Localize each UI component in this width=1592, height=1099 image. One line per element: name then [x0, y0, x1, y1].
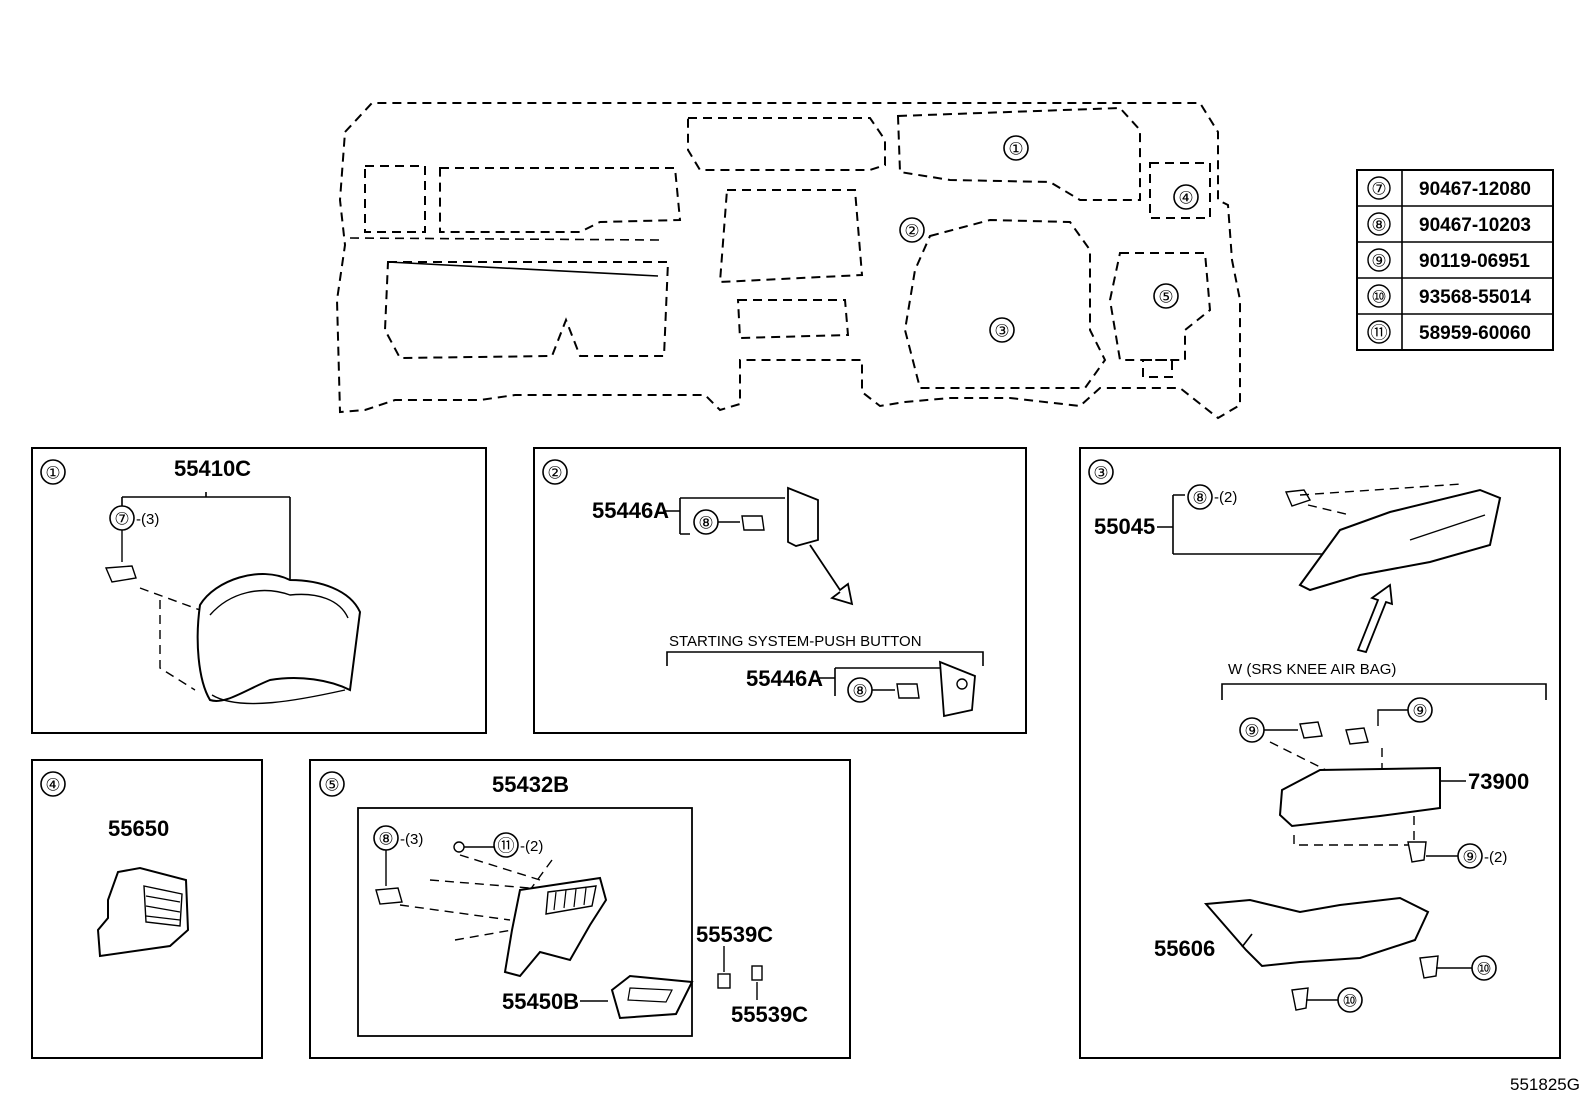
part-number-55650: 55650 — [108, 816, 169, 841]
svg-text:-(2): -(2) — [1214, 489, 1237, 506]
svg-text:①: ① — [45, 464, 60, 483]
overview-marker-2: ② — [899, 217, 925, 243]
bolt-icon — [1345, 727, 1369, 745]
overview-marker-3: ③ — [989, 317, 1015, 343]
svg-text:①: ① — [1008, 140, 1023, 159]
meter-hood-shape — [196, 573, 362, 702]
overview-marker-4: ④ — [1173, 184, 1199, 210]
legend-table: ⑦ 90467-12080 ⑧ 90467-10203 ⑨ 90119-0695… — [1356, 169, 1554, 351]
svg-text:W (SRS KNEE AIR BAG): W (SRS KNEE AIR BAG) — [1228, 661, 1396, 678]
dashboard-overview — [335, 102, 1241, 420]
legend-row: ⑩ 93568-55014 — [1367, 284, 1531, 308]
clip-icon — [375, 887, 403, 905]
svg-text:⑤: ⑤ — [1158, 288, 1173, 307]
legend-row: ⑨ 90119-06951 — [1367, 248, 1530, 272]
svg-text:⑨: ⑨ — [1244, 722, 1259, 741]
part-number-55450B: 55450B — [502, 989, 579, 1014]
panel-5: ⑤ 55432B ⑧ -(3) ⑪ -(2) 55450B 55539C 555… — [309, 759, 851, 1059]
legend-row: ⑦ 90467-12080 — [1367, 176, 1531, 200]
part-number-55410C: 55410C — [174, 456, 251, 481]
svg-text:93568-55014: 93568-55014 — [1419, 287, 1531, 308]
knee-airbag-shape — [1278, 766, 1441, 828]
lower-panel-shape — [1298, 488, 1502, 592]
svg-text:⑩: ⑩ — [1371, 288, 1386, 307]
part-number-55045: 55045 — [1094, 514, 1155, 539]
svg-text:-(3): -(3) — [400, 831, 423, 848]
screw-icon — [1291, 987, 1309, 1011]
svg-text:⑨: ⑨ — [1462, 848, 1477, 867]
overview-marker-1: ① — [1003, 135, 1029, 161]
svg-text:58959-60060: 58959-60060 — [1419, 323, 1531, 344]
overview-marker-5: ⑤ — [1153, 283, 1179, 309]
svg-text:②: ② — [904, 222, 919, 241]
part-number-73900: 73900 — [1468, 769, 1529, 794]
svg-text:⑧: ⑧ — [852, 682, 867, 701]
part-number-55446A: 55446A — [592, 498, 669, 523]
clip-icon — [104, 565, 137, 583]
svg-text:⑩: ⑩ — [1342, 992, 1357, 1011]
lower-panel-shape — [503, 876, 608, 978]
bolt-icon — [1299, 721, 1323, 739]
svg-text:90119-06951: 90119-06951 — [1419, 251, 1530, 272]
svg-text:④: ④ — [45, 776, 60, 795]
screw-icon — [1419, 955, 1439, 979]
svg-text:⑦: ⑦ — [114, 510, 129, 529]
panel-4: ④ 55650 — [31, 759, 263, 1059]
svg-text:③: ③ — [994, 322, 1009, 341]
svg-text:⑦: ⑦ — [1371, 180, 1386, 199]
lower-cover-shape — [1203, 896, 1430, 968]
svg-text:⑧: ⑧ — [698, 514, 713, 533]
svg-text:-(2): -(2) — [520, 838, 543, 855]
svg-text:90467-10203: 90467-10203 — [1419, 215, 1531, 236]
svg-text:⑨: ⑨ — [1371, 252, 1386, 271]
svg-text:⑨: ⑨ — [1412, 702, 1427, 721]
vent-shape — [96, 866, 190, 958]
clip-icon — [717, 973, 731, 989]
svg-text:③: ③ — [1093, 464, 1108, 483]
part-number-55539C: 55539C — [696, 922, 773, 947]
switch-panel-shape — [787, 486, 819, 547]
panel-1: ① 55410C ⑦ -(3) — [31, 447, 487, 734]
svg-text:-(3): -(3) — [136, 511, 159, 528]
svg-text:⑪: ⑪ — [498, 837, 515, 856]
part-number-55432B: 55432B — [492, 772, 569, 797]
svg-text:90467-12080: 90467-12080 — [1419, 179, 1531, 200]
diagram-code: 551825G — [1510, 1075, 1580, 1094]
legend-row: ⑧ 90467-10203 — [1367, 212, 1531, 236]
legend-row: ⑪ 58959-60060 — [1367, 320, 1531, 344]
panel-2: ② 55446A ⑧ STARTING SYSTEM-PUSH BUTTON 5… — [533, 447, 1027, 734]
svg-text:④: ④ — [1178, 189, 1193, 208]
part-number-55446A-push: 55446A — [746, 666, 823, 691]
bolt-icon — [1407, 841, 1427, 863]
clip-icon — [751, 965, 763, 981]
panel-3: ③ 55045 ⑧ -(2) W (SRS KNEE AIR BAG) ⑨ ⑨ … — [1079, 447, 1561, 1059]
svg-text:-(2): -(2) — [1484, 849, 1507, 866]
svg-text:⑩: ⑩ — [1476, 960, 1491, 979]
arrow-icon — [809, 544, 854, 606]
part-number-55606: 55606 — [1154, 936, 1215, 961]
svg-text:⑧: ⑧ — [378, 830, 393, 849]
svg-text:⑪: ⑪ — [1371, 324, 1388, 343]
part-number-55539C-b: 55539C — [731, 1002, 808, 1027]
svg-text:⑧: ⑧ — [1371, 216, 1386, 235]
screw-icon — [453, 841, 465, 853]
arrow-icon — [1356, 583, 1394, 654]
svg-text:⑧: ⑧ — [1192, 489, 1207, 508]
overview-markers: ① ② ③ ④ ⑤ — [899, 135, 1199, 343]
svg-text:STARTING SYSTEM-PUSH BUTTON: STARTING SYSTEM-PUSH BUTTON — [669, 633, 922, 650]
box-shape — [610, 974, 694, 1020]
svg-text:②: ② — [547, 464, 562, 483]
svg-text:⑤: ⑤ — [324, 776, 339, 795]
